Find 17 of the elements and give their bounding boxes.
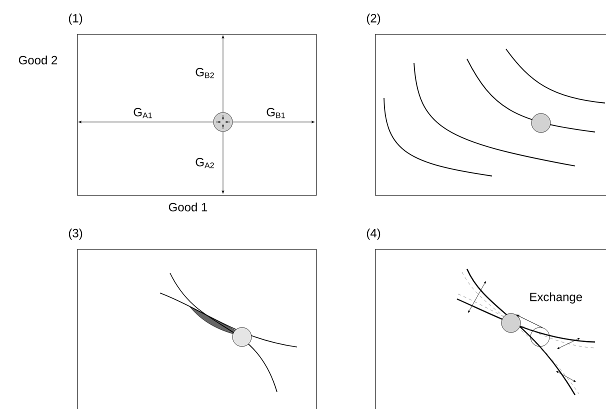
axis-label: G$_{A1}$ bbox=[134, 108, 152, 118]
panel-number: (3) bbox=[68, 228, 82, 240]
panel-frame bbox=[77, 34, 317, 196]
panel-frame bbox=[375, 248, 606, 409]
axis-label: G$_{B2}$ bbox=[196, 68, 214, 78]
panel-number: (2) bbox=[366, 14, 380, 25]
axis-label: Good 2 bbox=[18, 56, 58, 64]
edge-label: Exchange bbox=[528, 291, 584, 305]
panel-frame bbox=[77, 248, 317, 409]
panel-number: (4) bbox=[366, 228, 380, 240]
point-circle bbox=[501, 313, 521, 333]
axis-label: G$_{B1}$ bbox=[266, 108, 285, 118]
arrow bbox=[516, 314, 543, 328]
panel-number: (1) bbox=[68, 14, 82, 25]
axis-label: G$_{A2}$ bbox=[196, 158, 214, 168]
point-circle bbox=[530, 327, 550, 347]
panel-frame bbox=[375, 34, 606, 196]
